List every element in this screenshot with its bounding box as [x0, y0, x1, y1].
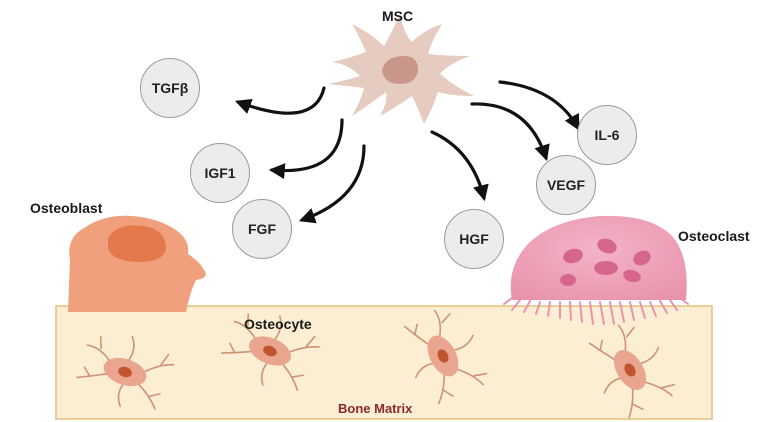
- factor-hgf: HGF: [444, 209, 504, 269]
- osteoblast-cell: [68, 215, 206, 312]
- msc-label: MSC: [382, 8, 414, 24]
- arrows: [234, 80, 580, 224]
- osteocyte-1: [76, 335, 175, 410]
- osteocyte-3: [403, 309, 488, 405]
- arrow-msc-to-fgf: [298, 144, 366, 224]
- osteoclast-cell: [503, 215, 689, 325]
- factor-tgfb: TGFβ: [140, 58, 200, 118]
- osteoblast-label: Osteoblast: [30, 200, 103, 216]
- arrow-msc-to-vegf: [470, 102, 550, 162]
- factor-fgf: FGF: [232, 199, 292, 259]
- osteocyte-4: [588, 324, 676, 419]
- arrow-msc-to-hgf: [430, 130, 489, 202]
- factor-il6: IL-6: [577, 105, 637, 165]
- factor-vegf: VEGF: [536, 155, 596, 215]
- arrow-msc-to-il6: [498, 80, 580, 131]
- factor-igf1: IGF1: [190, 143, 250, 203]
- bone-matrix: [55, 305, 713, 420]
- arrow-msc-to-tgfb: [234, 86, 326, 115]
- osteocyte-label: Osteocyte: [244, 316, 312, 332]
- osteoclast-label: Osteoclast: [678, 228, 750, 244]
- bone-matrix-label: Bone Matrix: [338, 401, 413, 416]
- osteocyte-2: [220, 313, 320, 391]
- arrow-msc-to-igf1: [268, 118, 344, 180]
- msc-cell: [328, 14, 474, 124]
